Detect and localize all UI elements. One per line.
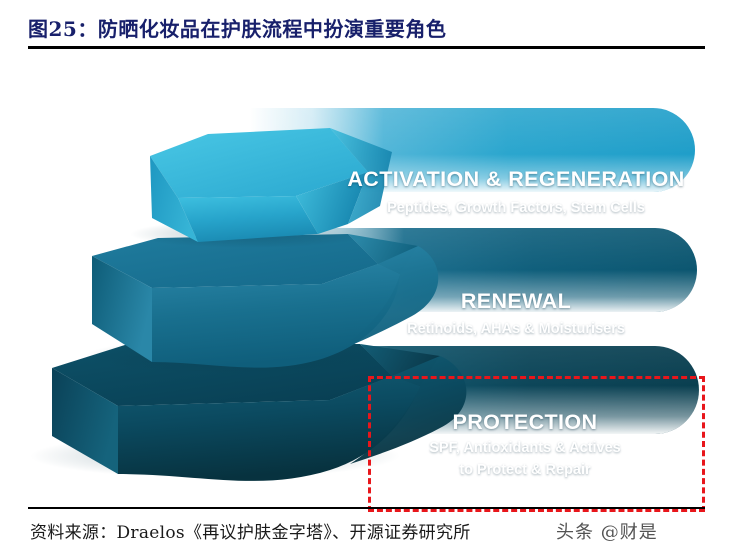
block-face-left-activation — [150, 156, 198, 242]
pyramid-tier-renewal[interactable] — [85, 228, 697, 374]
block-face-left-protection — [52, 368, 118, 474]
block-face-top-renewal — [92, 234, 378, 288]
block-face-left-renewal — [92, 256, 152, 362]
watermark-label: 头条 @财是 — [556, 522, 658, 543]
pyramid-diagram: ACTIVATION & REGENERATION Peptides, Grow… — [0, 56, 732, 512]
pyramid-tier-activation[interactable] — [130, 108, 695, 248]
footer-divider — [28, 507, 705, 509]
block-extension-protection — [350, 356, 467, 464]
title-divider — [28, 46, 705, 49]
source-note: 资料来源：Draelos《再议护肤金字塔》、开源证券研究所 — [30, 523, 471, 543]
block-face-front-activation — [178, 196, 318, 242]
block-face-front-protection — [118, 376, 420, 481]
block-face-right-activation — [296, 172, 368, 234]
block-extension-activation — [330, 128, 392, 224]
block-face-top-activation — [150, 128, 368, 198]
block-extension-renewal — [330, 246, 439, 354]
block-face-front-renewal — [152, 264, 400, 368]
page-title: 图25：防晒化妆品在护肤流程中扮演重要角色 — [28, 17, 447, 41]
